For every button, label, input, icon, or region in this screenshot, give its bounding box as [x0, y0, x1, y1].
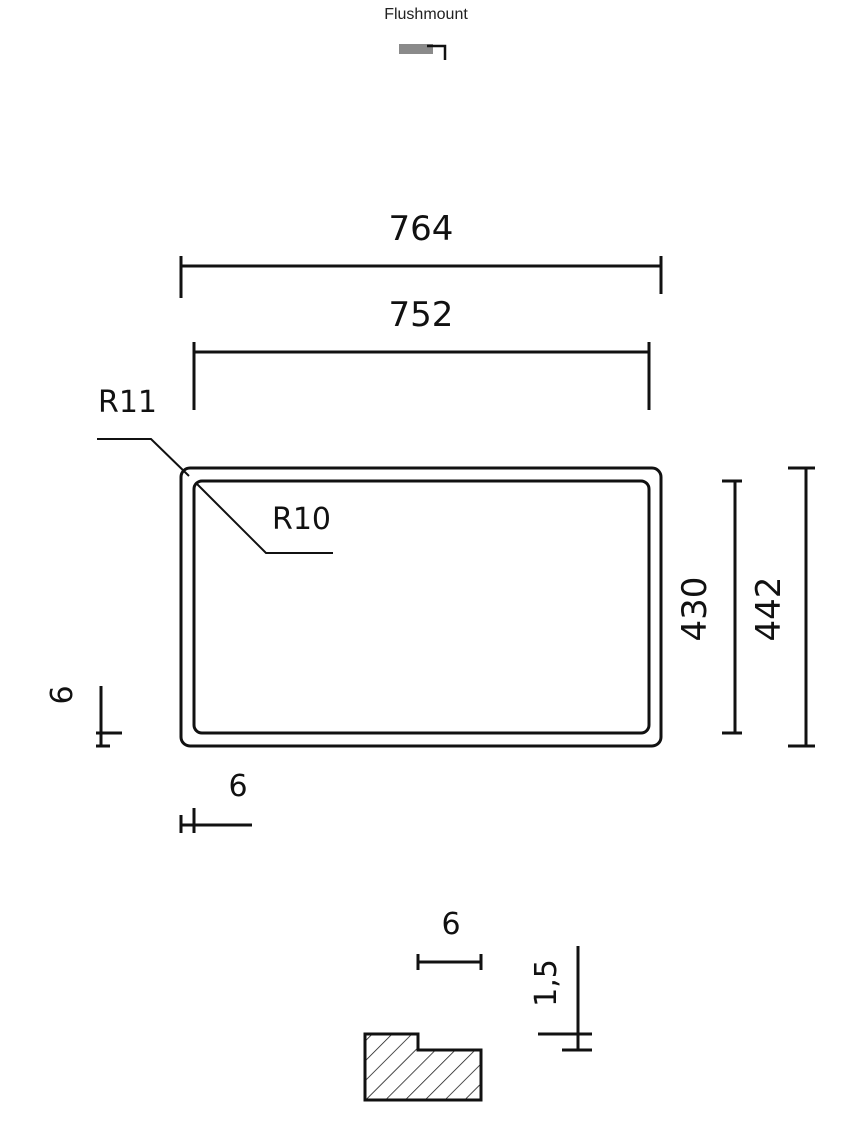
outer-width-label: 764	[389, 209, 454, 249]
drawing-title: Flushmount	[384, 6, 468, 23]
sink-outer-outline	[179, 466, 663, 748]
outer-height-label: 442	[749, 577, 789, 642]
inner-height-label: 430	[675, 577, 715, 642]
outer-radius-label: R11	[98, 385, 157, 420]
inner-width-dimension: 752	[192, 295, 651, 410]
outer-width-dimension: 764	[179, 209, 663, 298]
section-step-width-dimension: 6	[416, 907, 483, 970]
inner-radius-callout: R10	[195, 482, 333, 554]
outer-height-dimension: 442	[749, 466, 815, 748]
step-width-label: 6	[441, 907, 460, 942]
rim-left-label: 6	[228, 769, 247, 804]
rim-left-dimension: 6	[179, 769, 252, 833]
inner-radius-label: R10	[272, 502, 331, 537]
section-profile-hatched	[363, 1032, 483, 1102]
outer-radius-callout: R11	[97, 385, 190, 477]
section-step-depth-dimension: 1,5	[529, 946, 592, 1052]
flushmount-profile-icon	[399, 44, 447, 60]
rim-bottom-label: 6	[45, 685, 80, 704]
rim-bottom-dimension: 6	[45, 685, 122, 748]
step-depth-label: 1,5	[529, 959, 564, 1007]
sink-inner-outline	[192, 479, 651, 735]
inner-width-label: 752	[389, 295, 454, 335]
inner-height-dimension: 430	[675, 479, 742, 735]
